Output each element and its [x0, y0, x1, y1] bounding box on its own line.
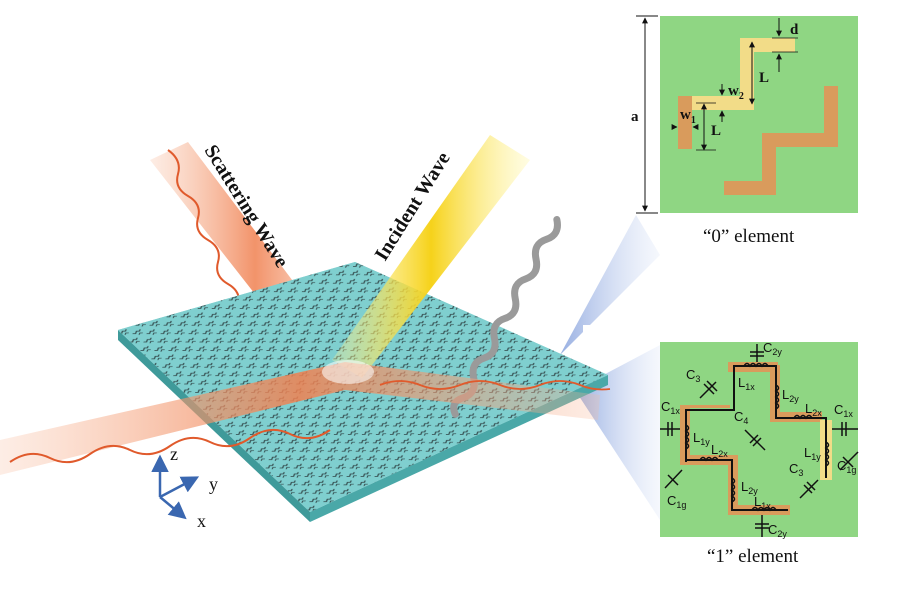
- element-1-upper-trace: [685, 365, 827, 478]
- axis-y-label: y: [209, 474, 218, 494]
- element-1-panel: C2y C3 L1x L2y L2x C1x C4 C1x L1y L2x L1…: [660, 340, 859, 567]
- dim-L-upper: L: [759, 70, 769, 86]
- capacitors: [660, 344, 859, 537]
- label-c3-bottom: C3: [789, 461, 803, 478]
- label-l2y-bottom: L2y: [741, 479, 758, 496]
- coordinate-axes: z y x: [151, 444, 218, 531]
- label-l1y-left: L1y: [693, 430, 710, 447]
- label-l1x-top: L1x: [738, 375, 755, 392]
- axis-x-label: x: [197, 511, 206, 531]
- zoom-fan-top: [560, 215, 660, 355]
- label-c1x-left: C1x: [661, 399, 680, 416]
- label-l1y-right: L1y: [804, 445, 821, 462]
- label-l2y-right-top: L2y: [782, 387, 799, 404]
- fan-white-notch: [583, 325, 619, 353]
- label-c1g-right: C1g: [837, 458, 856, 475]
- label-c1g-left: C1g: [667, 493, 686, 510]
- element-0-lower-strip: [724, 86, 838, 195]
- board-side-left: [118, 330, 310, 522]
- label-c3-top: C3: [686, 367, 700, 384]
- element-0-caption: “0” element: [703, 226, 795, 247]
- inductor-coils: [684, 362, 830, 512]
- dim-a: a: [631, 109, 639, 125]
- label-l2x-left: L2x: [711, 442, 728, 459]
- label-c2y-bottom: C2y: [768, 522, 787, 539]
- dim-w1: w1: [680, 107, 696, 126]
- dim-d: d: [790, 22, 799, 38]
- element-1-caption: “1” element: [707, 546, 799, 567]
- label-l2x-right: L2x: [805, 401, 822, 418]
- label-c1x-right: C1x: [834, 402, 853, 419]
- label-c2y-top: C2y: [763, 340, 782, 357]
- dim-L-lower: L: [711, 123, 721, 139]
- scattering-beam-lower: [0, 360, 611, 475]
- element-0-panel: a d L w2 L w1 “0” element: [631, 15, 858, 247]
- label-l1x-bottom: L1x: [754, 494, 771, 511]
- label-c4: C4: [734, 409, 748, 426]
- axis-z-label: z: [170, 444, 178, 464]
- dim-w2: w2: [728, 83, 744, 102]
- element-1-lower-trace: [686, 459, 788, 511]
